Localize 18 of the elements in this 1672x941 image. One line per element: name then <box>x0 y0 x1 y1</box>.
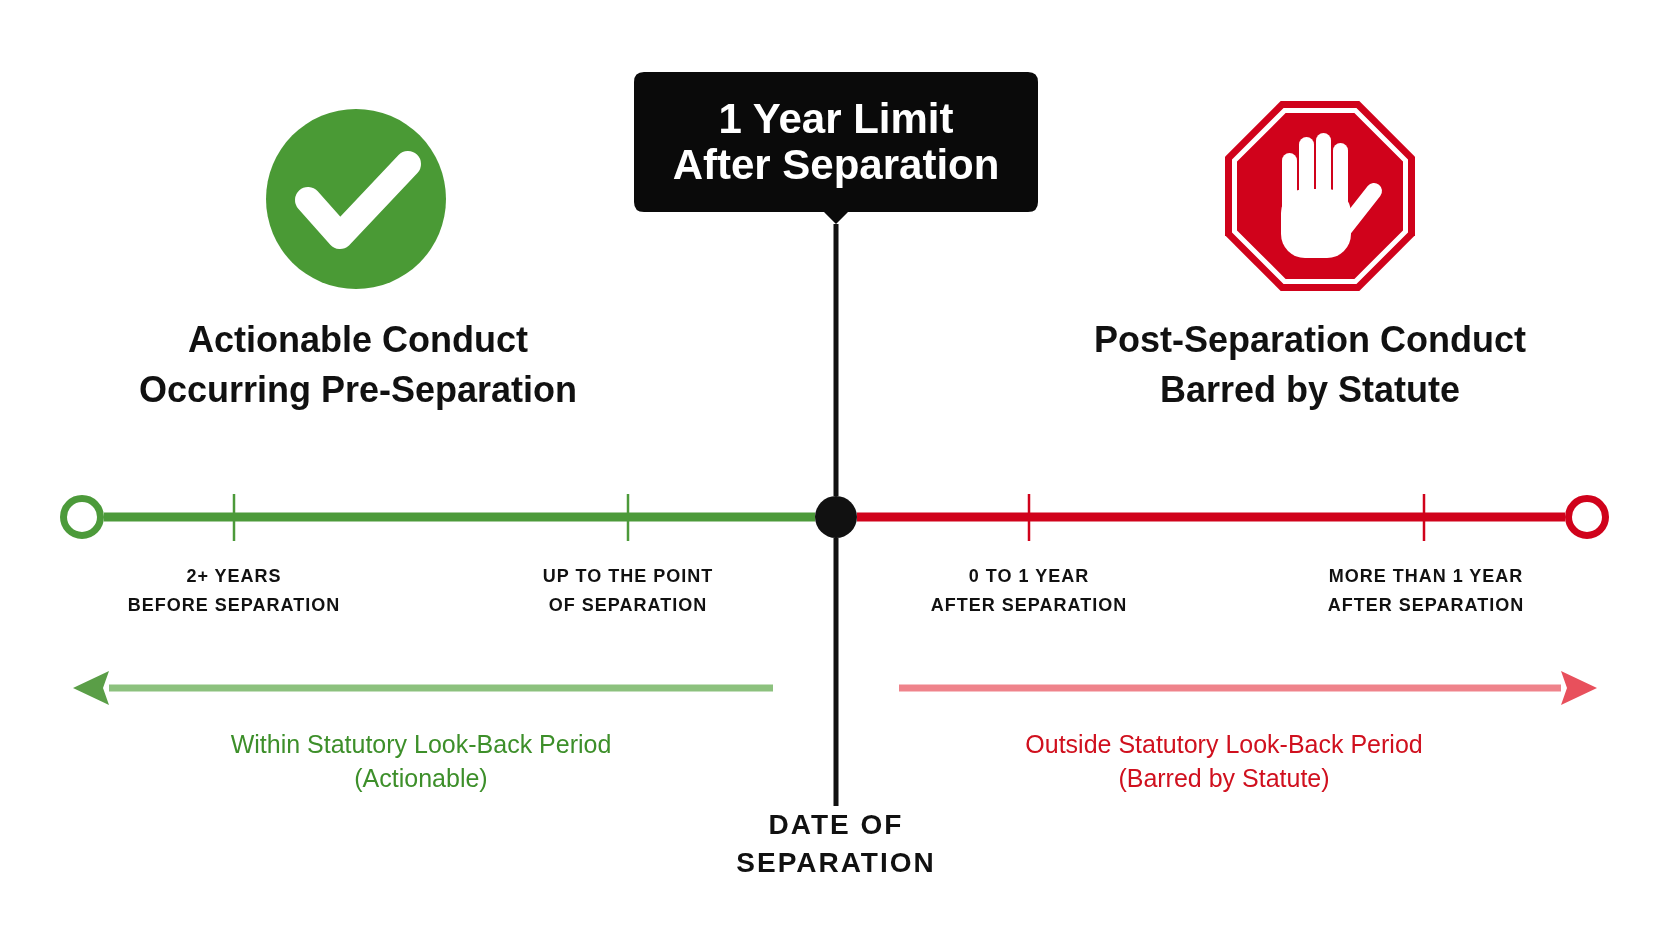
section-heading: Actionable Conduct Occurring Pre-Separation <box>138 318 578 412</box>
tick-label: UP TO THE POINT OF SEPARATION <box>542 565 714 617</box>
timeline-segment <box>104 512 815 522</box>
connector-line <box>833 538 839 806</box>
callout-box <box>634 72 1038 224</box>
period-caption: Within Statutory Look-Back Period (Actionable) <box>230 729 612 794</box>
date-label: DATE OF SEPARATION <box>716 806 956 882</box>
timeline-end-marker <box>1565 495 1609 539</box>
tick-label: MORE THAN 1 YEAR AFTER SEPARATION <box>1327 565 1525 617</box>
timeline-start-marker <box>60 495 104 539</box>
callout-title: 1 Year Limit After Separation <box>672 96 1000 188</box>
timeline-segment <box>857 512 1565 522</box>
period-caption: Outside Statutory Look-Back Period (Barred by Statute) <box>1025 729 1423 794</box>
separation-dot <box>815 496 857 538</box>
tick-label: 0 TO 1 YEAR AFTER SEPARATION <box>930 565 1128 617</box>
connector-line <box>833 224 839 496</box>
tick-label: 2+ YEARS BEFORE SEPARATION <box>127 565 341 617</box>
section-heading: Post-Separation Conduct Barred by Statute <box>1094 318 1526 412</box>
